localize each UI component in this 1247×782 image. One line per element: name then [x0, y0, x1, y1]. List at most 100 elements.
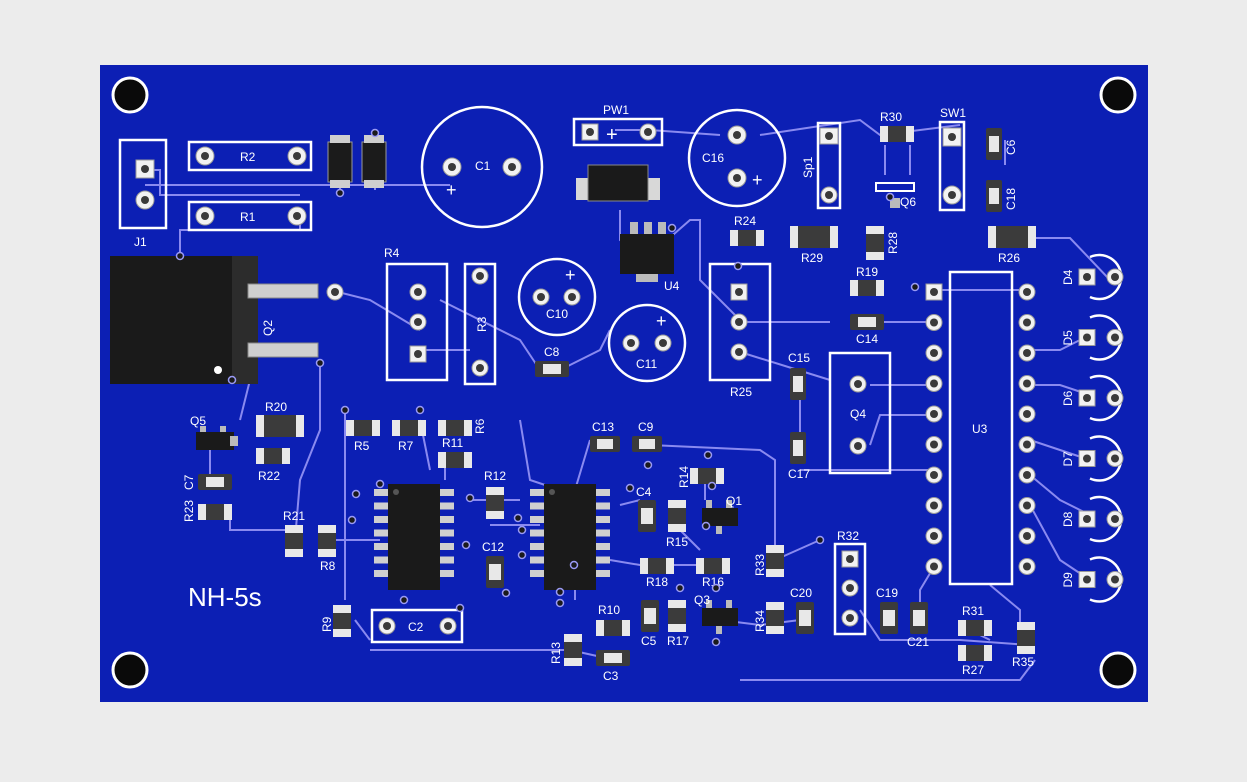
resistor-r11: R11 [438, 436, 472, 468]
via [315, 358, 325, 368]
via [555, 587, 565, 597]
via [711, 583, 721, 593]
ic-u3: U3 [948, 270, 1014, 586]
label-r14: R14 [677, 466, 691, 488]
label-r2: R2 [240, 150, 256, 164]
soic-ic [374, 484, 454, 590]
capacitor-c4: C4 [636, 485, 656, 532]
label-d9: D9 [1061, 572, 1075, 588]
capacitor-c5: C5 [641, 600, 659, 648]
capacitor-c16: C16 + [687, 108, 787, 208]
resistor-r13: R13 [549, 634, 582, 666]
via [340, 405, 350, 415]
resistor-r28: R28 [866, 226, 900, 260]
transistor-q4: Q4 [828, 351, 892, 475]
resistor-r12: R12 [484, 469, 506, 519]
via [501, 588, 511, 598]
resistor-r19: R19 [850, 265, 884, 296]
resistor-r30: R30 [880, 110, 914, 142]
transistor-q1: Q1 [702, 494, 742, 534]
resistor-r22: R22 [256, 448, 290, 483]
via [513, 513, 523, 523]
pw1-connector: PW1 + [572, 103, 664, 147]
label-r10: R10 [598, 603, 620, 617]
via [175, 251, 185, 261]
regulator-u4: U4 [620, 222, 680, 293]
label-sp1: Sp1 [801, 156, 815, 178]
resistor-r3: R3 [463, 262, 497, 386]
capacitor-c19: C19 [876, 586, 898, 634]
resistor-r33: R33 [753, 545, 784, 577]
via [667, 223, 677, 233]
capacitor-c10: C10 + [517, 257, 597, 337]
via [351, 489, 361, 499]
label-c16: C16 [702, 151, 724, 165]
led-d8: D8 [1061, 495, 1124, 543]
label-sw1: SW1 [940, 106, 966, 120]
via [455, 603, 465, 613]
sp1-speaker: Sp1 [801, 121, 842, 210]
soic-ics [374, 484, 610, 590]
via [555, 598, 565, 608]
via [711, 637, 721, 647]
label-r15: R15 [666, 535, 688, 549]
soic-ic [530, 484, 610, 590]
label-r25: R25 [730, 385, 752, 399]
smd-diode-power [576, 164, 660, 202]
via [335, 188, 345, 198]
svg-text:+: + [606, 124, 618, 146]
resistor-r29: R29 [790, 226, 838, 265]
capacitor-c21: C21 [907, 602, 929, 649]
label-r1: R1 [240, 210, 256, 224]
label-r32: R32 [837, 529, 859, 543]
label-r18: R18 [646, 575, 668, 589]
capacitor-c14: C14 [850, 314, 884, 346]
label-c14: C14 [856, 332, 878, 346]
via [415, 405, 425, 415]
capacitor-c20: C20 [790, 586, 814, 634]
label-q3: Q3 [694, 593, 710, 607]
resistor-r8: R8 [318, 525, 336, 573]
label-r26: R26 [998, 251, 1020, 265]
resistor-r7: R7 [392, 420, 426, 453]
via [701, 521, 711, 531]
label-r20: R20 [265, 400, 287, 414]
capacitor-c15: C15 [788, 351, 810, 400]
svg-text:+: + [565, 265, 576, 285]
label-r7: R7 [398, 439, 414, 453]
label-c6: C6 [1004, 139, 1018, 155]
resistor-r21: R21 [283, 509, 305, 557]
capacitor-c11: C11 + [607, 303, 687, 383]
resistor-r24: R24 [730, 214, 764, 246]
label-u4: U4 [664, 279, 680, 293]
label-r24: R24 [734, 214, 756, 228]
resistor-r1: R1 [187, 200, 313, 232]
label-r27: R27 [962, 663, 984, 677]
j1-connector: J1 [118, 138, 168, 249]
resistor-r2: R2 [187, 140, 313, 172]
capacitor-c17: C17 [788, 432, 810, 481]
via [733, 261, 743, 271]
label-r6: R6 [473, 418, 487, 434]
label-d7: D7 [1061, 451, 1075, 467]
via [370, 128, 380, 138]
capacitor-c3: C3 [596, 650, 630, 683]
capacitor-c12: C12 [482, 540, 504, 588]
label-c4: C4 [636, 485, 652, 499]
transistor-q6: Q6 [875, 182, 916, 209]
capacitor-c18: C18 [986, 180, 1018, 212]
board-title: NH-5s [188, 582, 262, 612]
resistor-r27: R27 [958, 645, 992, 677]
label-c7: C7 [182, 474, 196, 490]
via [707, 481, 717, 491]
capacitor-c7: C7 [182, 474, 232, 490]
label-c13: C13 [592, 420, 614, 434]
label-u3: U3 [972, 422, 988, 436]
resistor-r34: R34 [753, 602, 784, 634]
label-r4: R4 [384, 246, 400, 260]
label-c1: C1 [475, 159, 491, 173]
resistor-r9: R9 [320, 605, 351, 637]
vias [175, 128, 920, 647]
led-d9: D9 [1061, 556, 1124, 603]
label-r11: R11 [442, 436, 463, 450]
